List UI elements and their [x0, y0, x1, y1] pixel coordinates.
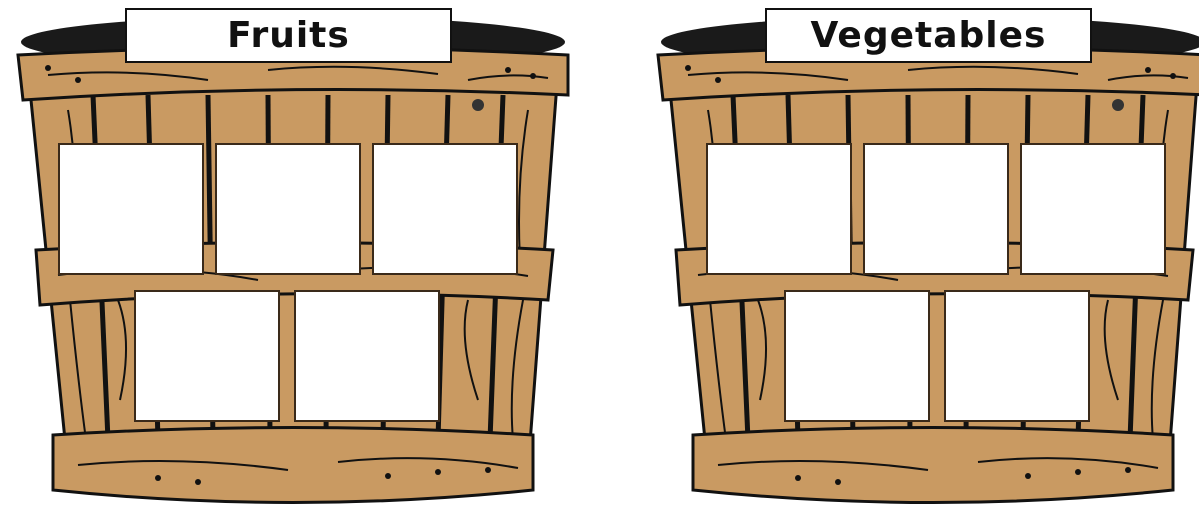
basket-title-fruits: Fruits: [125, 8, 452, 63]
drop-slot[interactable]: [863, 143, 1009, 275]
drop-slot[interactable]: [706, 143, 852, 275]
drop-slot[interactable]: [134, 290, 280, 422]
drop-slot[interactable]: [58, 143, 204, 275]
drop-slot[interactable]: [294, 290, 440, 422]
fruits-basket: Fruits: [8, 0, 588, 510]
drop-slot[interactable]: [944, 290, 1090, 422]
basket-title-vegetables: Vegetables: [765, 8, 1092, 63]
drop-slot[interactable]: [215, 143, 361, 275]
drop-slot[interactable]: [784, 290, 930, 422]
vegetables-basket: Vegetables: [648, 0, 1199, 510]
drop-slot[interactable]: [1020, 143, 1166, 275]
drop-slot[interactable]: [372, 143, 518, 275]
